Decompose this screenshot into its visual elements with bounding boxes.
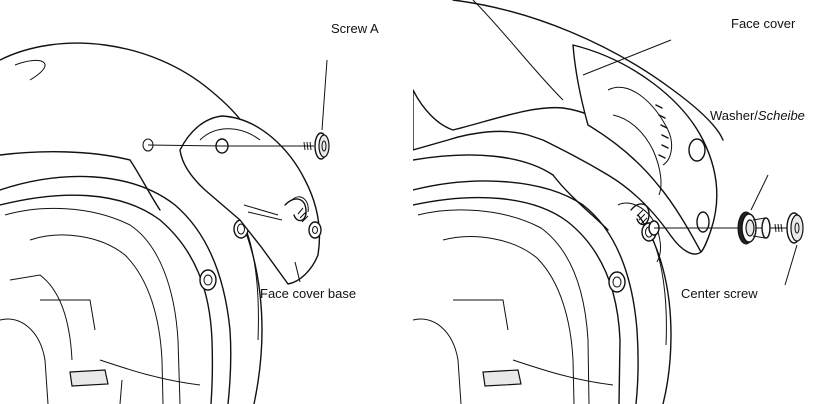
screw-a-icon (302, 132, 330, 160)
right-helmet-illustration (413, 0, 804, 404)
washer-label-text: Washer/ (710, 108, 758, 123)
washer-label: Washer/Scheibe (710, 108, 805, 123)
face-opening-edge (0, 175, 232, 404)
face-cover-label: Face cover (731, 16, 796, 31)
right-panel-diagram: Face cover Washer/Scheibe Center screw (413, 0, 826, 404)
screw-a-label: Screw A (331, 21, 379, 36)
center-screw-label: Center screw (681, 286, 758, 301)
face-cover-base-leader-line (294, 261, 301, 283)
center-screw-icon (773, 212, 804, 244)
face-cover-side-plate (572, 44, 718, 253)
visor-pivot-icon (688, 138, 706, 162)
center-screw-leader-line (784, 244, 798, 286)
spring-icon (284, 198, 307, 222)
washer-leader-line (750, 174, 769, 211)
washer-icon (737, 211, 771, 245)
spring-icon (630, 203, 650, 226)
washer-label-italic: Scheibe (757, 108, 805, 123)
helmet-shell-outline (0, 42, 251, 136)
chin-strap-buckle (482, 369, 522, 387)
face-cover-base-label: Face cover base (260, 286, 357, 301)
face-cover-leader-line (582, 39, 672, 76)
helmet-shell-outline (452, 0, 724, 141)
ratchet-teeth-icon (655, 104, 669, 159)
face-cover-base-plate (179, 115, 321, 285)
chin-strap-buckle (69, 369, 109, 387)
left-panel-diagram: Screw A Face cover base (0, 21, 379, 404)
alignment-line (147, 144, 310, 147)
rivet-icon (608, 271, 626, 293)
rivet-icon (199, 269, 217, 291)
left-helmet-illustration (0, 42, 330, 404)
screw-a-leader-line (321, 59, 328, 131)
